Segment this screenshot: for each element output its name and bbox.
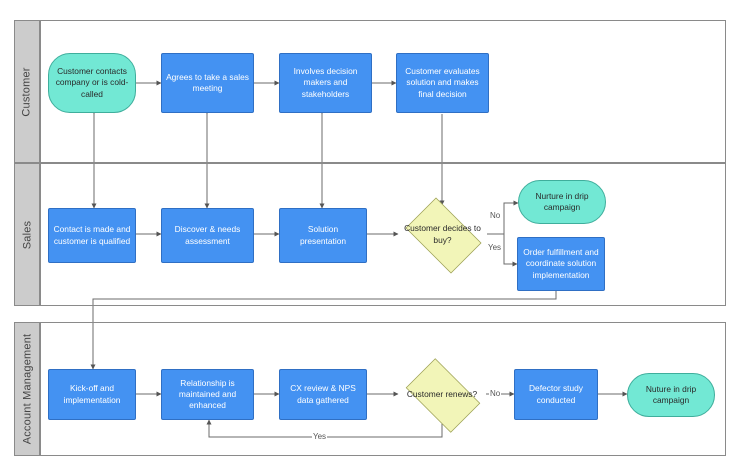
node-label: Defector study conducted	[529, 383, 583, 405]
node-involves-decision-makers[interactable]: Involves decision makers and stakeholder…	[279, 53, 372, 113]
node-label: Involves decision makers and stakeholder…	[293, 66, 358, 99]
node-solution-presentation[interactable]: Solution presentation	[279, 208, 367, 263]
node-label: Nuture in drip campaign	[645, 383, 697, 405]
lane-label-customer: Customer	[21, 66, 33, 117]
node-customer-decides-to-buy[interactable]: Customer decides to buy?	[398, 197, 487, 274]
node-relationship-maintained[interactable]: Relationship is maintained and enhanced	[161, 369, 254, 420]
lane-header-account-management: Account Management	[14, 322, 40, 456]
node-label: Order fulfillment and coordinate solutio…	[523, 247, 599, 280]
node-customer-evaluates[interactable]: Customer evaluates solution and makes fi…	[396, 53, 489, 113]
node-nurture-drip-campaign-am[interactable]: Nuture in drip campaign	[627, 373, 715, 417]
node-label: Agrees to take a sales meeting	[166, 71, 249, 93]
node-cx-review-nps[interactable]: CX review & NPS data gathered	[279, 369, 367, 420]
node-agrees-sales-meeting[interactable]: Agrees to take a sales meeting	[161, 53, 254, 113]
edge-label-sales-no: No	[489, 211, 502, 220]
node-label: Nurture in drip campaign	[535, 190, 589, 212]
node-label: Relationship is maintained and enhanced	[178, 377, 237, 411]
node-nurture-drip-campaign-sales[interactable]: Nurture in drip campaign	[518, 180, 606, 224]
lane-header-customer: Customer	[14, 20, 40, 163]
lane-body-customer	[40, 20, 726, 163]
lane-label-account-management: Account Management	[21, 333, 34, 445]
edge-label-sales-yes: Yes	[487, 243, 503, 252]
edge-label-am-yes: Yes	[312, 432, 328, 441]
node-order-fulfillment[interactable]: Order fulfillment and coordinate solutio…	[517, 237, 605, 291]
node-kickoff-implementation[interactable]: Kick-off and implementation	[48, 369, 136, 420]
lane-body-account-management	[40, 322, 726, 456]
lane-header-sales: Sales	[14, 163, 40, 306]
lane-body-sales	[40, 163, 726, 306]
node-label: Kick-off and implementation	[63, 383, 121, 405]
lane-label-sales: Sales	[21, 220, 33, 249]
node-label: Customer renews?	[406, 388, 478, 399]
node-label: Contact is made and customer is qualifie…	[53, 224, 131, 246]
node-defector-study[interactable]: Defector study conducted	[514, 369, 598, 420]
node-label: Customer contacts company or is cold-cal…	[55, 66, 129, 99]
node-discover-needs-assessment[interactable]: Discover & needs assessment	[161, 208, 254, 263]
node-customer-contacts[interactable]: Customer contacts company or is cold-cal…	[48, 53, 136, 113]
node-contact-made-qualified[interactable]: Contact is made and customer is qualifie…	[48, 208, 136, 263]
node-label: CX review & NPS data gathered	[290, 383, 356, 405]
node-label: Solution presentation	[299, 224, 347, 246]
node-label: Customer evaluates solution and makes fi…	[405, 66, 480, 99]
node-label: Customer decides to buy?	[404, 223, 481, 245]
edge-label-am-no: No	[489, 389, 502, 398]
node-customer-renews[interactable]: Customer renews?	[398, 358, 486, 433]
node-label: Discover & needs assessment	[174, 224, 241, 246]
